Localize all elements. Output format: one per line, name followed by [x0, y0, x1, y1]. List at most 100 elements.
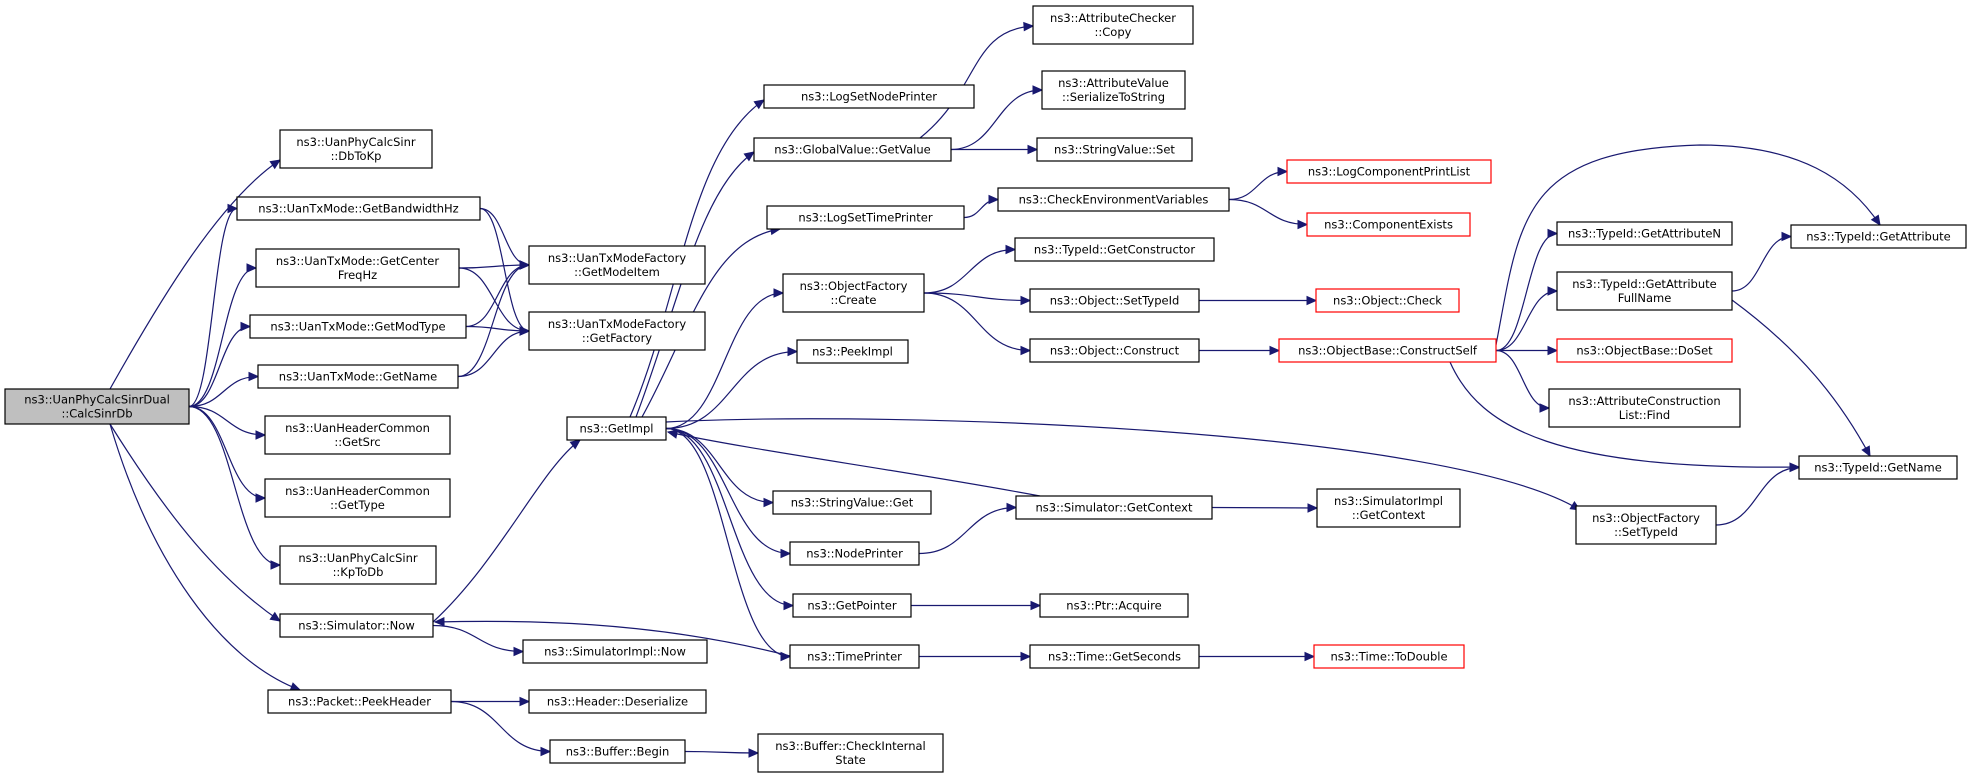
- node-objCheck[interactable]: ns3::Object::Check: [1315, 288, 1460, 313]
- node-label-line: ns3::UanTxMode::GetBandwidthHz: [258, 202, 458, 216]
- node-ptrAcquire[interactable]: ns3::Ptr::Acquire: [1039, 593, 1189, 618]
- node-label-line: ns3::CheckEnvironmentVariables: [1019, 193, 1209, 207]
- node-label-line: ::DbToKp: [331, 149, 382, 163]
- node-box: [257, 364, 459, 389]
- node-label-line: ns3::NodePrinter: [806, 547, 903, 561]
- call-edge-root-to-kpToDb: [188, 405, 282, 570]
- call-edge-constructSelf-to-obDoSet: [1496, 345, 1559, 356]
- node-svSet[interactable]: ns3::StringValue::Set: [1036, 137, 1193, 162]
- node-tidGetName[interactable]: ns3::TypeId::GetName: [1798, 455, 1958, 480]
- node-implGetContext[interactable]: ns3::SimulatorImpl::GetContext: [1316, 488, 1461, 528]
- call-edge-gvGetValue-to-svSet: [951, 144, 1039, 155]
- node-bufBegin[interactable]: ns3::Buffer::Begin: [549, 739, 686, 764]
- node-box: [997, 187, 1230, 212]
- node-componentExists[interactable]: ns3::ComponentExists: [1306, 212, 1471, 237]
- edge-arrowhead: [1547, 228, 1559, 239]
- node-timeToDouble[interactable]: ns3::Time::ToDouble: [1313, 644, 1465, 669]
- node-label-line: ns3::TypeId::GetAttribute: [1806, 230, 1950, 244]
- call-edge-getImpl-to-ofCreate: [665, 288, 785, 430]
- call-edge-timePrinter-to-simNow: [433, 617, 791, 657]
- node-box: [1556, 221, 1733, 246]
- node-label-line: ns3::SimulatorImpl::Now: [544, 645, 686, 659]
- edge-line: [1449, 361, 1800, 468]
- node-getModType[interactable]: ns3::UanTxMode::GetModType: [249, 314, 467, 339]
- node-tidGetAttributeN[interactable]: ns3::TypeId::GetAttributeN: [1556, 221, 1733, 246]
- node-box: [1556, 338, 1733, 363]
- node-nodePrinter[interactable]: ns3::NodePrinter: [789, 541, 920, 566]
- node-box: [789, 541, 920, 566]
- edge-arrowhead: [433, 617, 445, 627]
- node-getSrc[interactable]: ns3::UanHeaderCommon::GetSrc: [264, 415, 451, 455]
- node-box: [763, 84, 975, 109]
- node-constructSelf[interactable]: ns3::ObjectBase::ConstructSelf: [1278, 338, 1497, 363]
- node-box: [267, 689, 452, 714]
- edge-line: [188, 405, 266, 436]
- node-label-line: ns3::Ptr::Acquire: [1066, 599, 1161, 613]
- node-timePrinter[interactable]: ns3::TimePrinter: [789, 644, 920, 669]
- call-edge-checkEnv-to-componentExists: [1228, 198, 1309, 230]
- node-root: ns3::UanPhyCalcSinrDual::CalcSinrDb: [4, 388, 190, 425]
- node-box: [566, 416, 667, 441]
- node-gvGetValue[interactable]: ns3::GlobalValue::GetValue: [753, 137, 952, 162]
- node-label-line: ::KpToDb: [333, 565, 384, 579]
- node-obDoSet[interactable]: ns3::ObjectBase::DoSet: [1556, 338, 1733, 363]
- edge-line: [684, 750, 759, 754]
- node-label-line: ns3::UanPhyCalcSinr: [298, 551, 418, 565]
- node-tidGetConstructor[interactable]: ns3::TypeId::GetConstructor: [1014, 237, 1215, 262]
- node-label-line: ns3::Object::Check: [1333, 294, 1442, 308]
- node-getImpl[interactable]: ns3::GetImpl: [566, 416, 667, 441]
- edge-line: [1211, 506, 1318, 509]
- call-edge-root-to-getCenterFreqHz: [188, 263, 258, 408]
- node-acCopy[interactable]: ns3::AttributeChecker::Copy: [1032, 5, 1194, 45]
- node-logSetTimePrinter[interactable]: ns3::LogSetTimePrinter: [766, 205, 965, 230]
- node-deserialize[interactable]: ns3::Header::Deserialize: [528, 689, 707, 714]
- node-getName[interactable]: ns3::UanTxMode::GetName: [257, 364, 459, 389]
- node-logSetNodePrinter[interactable]: ns3::LogSetNodePrinter: [763, 84, 975, 109]
- node-label-line: ::GetModeItem: [574, 265, 660, 279]
- node-kpToDb[interactable]: ns3::UanPhyCalcSinr::KpToDb: [279, 545, 437, 585]
- node-svGet[interactable]: ns3::StringValue::Get: [772, 490, 932, 515]
- node-timeGetSeconds[interactable]: ns3::Time::GetSeconds: [1029, 644, 1200, 669]
- call-edge-getPointer-to-ptrAcquire: [911, 600, 1042, 611]
- node-ofCreate[interactable]: ns3::ObjectFactory::Create: [782, 273, 925, 313]
- node-peekImpl[interactable]: ns3::PeekImpl: [796, 339, 909, 364]
- edge-line: [665, 418, 1581, 511]
- node-box: [264, 415, 451, 455]
- node-box: [1032, 5, 1194, 45]
- node-objConstruct[interactable]: ns3::Object::Construct: [1029, 338, 1200, 363]
- node-simGetContext[interactable]: ns3::Simulator::GetContext: [1015, 495, 1213, 520]
- edge-arrowhead: [773, 288, 785, 298]
- node-implNow[interactable]: ns3::SimulatorImpl::Now: [522, 639, 708, 664]
- edge-arrowhead: [666, 429, 679, 439]
- edge-line: [188, 207, 238, 408]
- edge-arrowhead: [1032, 85, 1044, 95]
- node-label-line: ns3::ObjectBase::DoSet: [1576, 344, 1713, 358]
- node-box: [279, 129, 433, 169]
- node-dbToKp[interactable]: ns3::UanPhyCalcSinr::DbToKp: [279, 129, 433, 169]
- node-getFactory[interactable]: ns3::UanTxModeFactory::GetFactory: [528, 311, 706, 351]
- node-getModeItem[interactable]: ns3::UanTxModeFactory::GetModeItem: [528, 245, 706, 285]
- node-label-line: ns3::LogComponentPrintList: [1308, 165, 1471, 179]
- node-avSerialize[interactable]: ns3::AttributeValue::SerializeToString: [1041, 70, 1186, 110]
- node-logCompPrintList[interactable]: ns3::LogComponentPrintList: [1286, 159, 1492, 184]
- edge-line: [665, 427, 791, 658]
- node-ofSetTypeId[interactable]: ns3::ObjectFactory::SetTypeId: [1575, 505, 1717, 545]
- node-getType[interactable]: ns3::UanHeaderCommon::GetType: [264, 478, 451, 518]
- node-box: [255, 248, 460, 288]
- node-simNow[interactable]: ns3::Simulator::Now: [279, 613, 434, 638]
- edge-arrowhead: [1277, 166, 1289, 177]
- node-checkEnv[interactable]: ns3::CheckEnvironmentVariables: [997, 187, 1230, 212]
- node-label-line: ns3::UanTxMode::GetModType: [270, 320, 445, 334]
- edge-arrowhead: [227, 203, 239, 214]
- node-getBandwidthHz[interactable]: ns3::UanTxMode::GetBandwidthHz: [236, 196, 481, 221]
- node-objSetTypeId[interactable]: ns3::Object::SetTypeId: [1029, 288, 1200, 313]
- node-peekHeader[interactable]: ns3::Packet::PeekHeader: [267, 689, 452, 714]
- node-getPointer[interactable]: ns3::GetPointer: [792, 593, 912, 618]
- edge-line: [1731, 235, 1792, 292]
- node-label-line: ::SerializeToString: [1062, 90, 1165, 104]
- node-tidGetAttribute[interactable]: ns3::TypeId::GetAttribute: [1790, 224, 1967, 249]
